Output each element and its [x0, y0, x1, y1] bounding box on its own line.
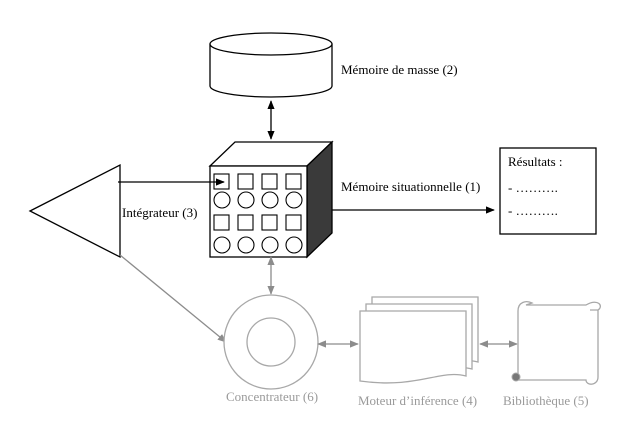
cube-square-cell	[261, 214, 278, 231]
cube-square-cell	[285, 214, 302, 231]
results-line: - ……….	[508, 180, 558, 195]
mass-memory-cylinder	[209, 32, 333, 98]
cube-circle-cell	[237, 191, 255, 209]
cube-circle-cell	[261, 191, 279, 209]
cube-circle-cell	[285, 236, 303, 254]
cube-square-cell	[261, 173, 278, 190]
library-scroll	[511, 301, 601, 385]
cube-square-cell	[237, 214, 254, 231]
results-line: - ……….	[508, 203, 558, 218]
cube-square-cell	[285, 173, 302, 190]
cube-square-cell	[237, 173, 254, 190]
cube-circle-cell	[237, 236, 255, 254]
cube-circle-cell	[213, 236, 231, 254]
concentrator-ring	[223, 294, 319, 390]
inference-engine-documents	[359, 296, 479, 384]
library-label: Bibliothèque (5)	[503, 393, 589, 408]
cube-circle-cell	[285, 191, 303, 209]
situational-memory-label: Mémoire situationnelle (1)	[341, 179, 481, 194]
results-title: Résultats :	[508, 154, 563, 169]
situational-memory-cube	[208, 140, 334, 259]
integrator-triangle	[28, 163, 121, 259]
mass-memory-label: Mémoire de masse (2)	[341, 62, 458, 77]
integrator-label: Intégrateur (3)	[122, 205, 198, 220]
concentrator-label: Concentrateur (6)	[226, 389, 319, 404]
results-box	[499, 147, 597, 235]
cube-circle-cell	[213, 191, 231, 209]
inference-engine-label: Moteur d’inférence (4)	[358, 393, 478, 408]
cube-square-cell	[213, 214, 230, 231]
integrator-concentrator-arrow	[119, 254, 227, 343]
cube-circle-cell	[261, 236, 279, 254]
